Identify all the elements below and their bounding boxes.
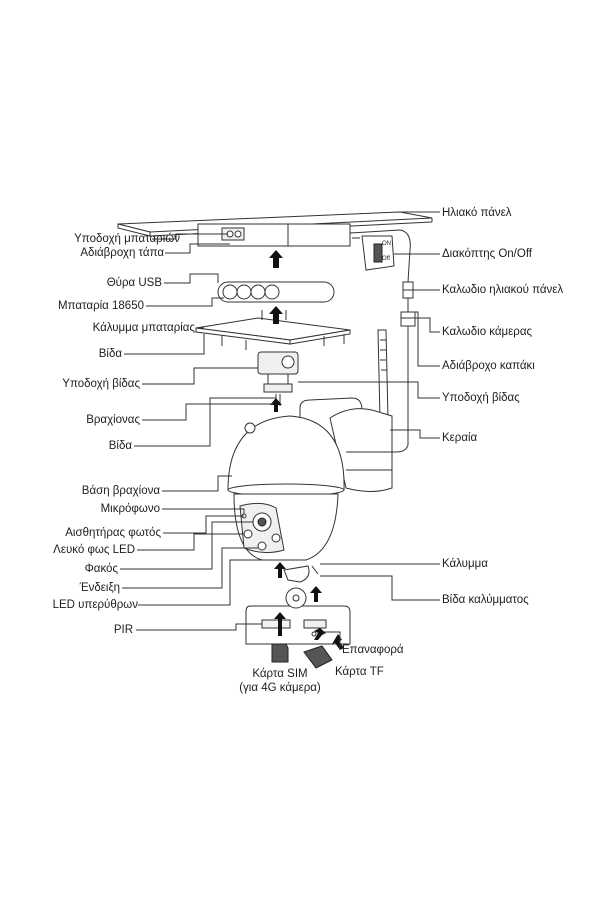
label-solar-panel: Ηλιακό πάνελ — [442, 207, 512, 219]
switch-on-mark: ON — [382, 241, 391, 247]
label-lens: Φακός — [84, 563, 118, 575]
sim-card-drawing — [271, 643, 289, 663]
screw-mount-drawing — [257, 351, 299, 393]
bottom-panel-drawing — [245, 587, 351, 645]
switch-off-mark: Off — [382, 256, 390, 262]
label-light-sensor: Αισθητήρας φωτός — [65, 527, 161, 539]
label-on-off-switch: Διακόπτης On/Off — [442, 248, 533, 260]
assembly-arrows — [269, 250, 344, 650]
label-battery-18650: Μπαταρία 18650 — [58, 300, 144, 312]
label-white-led: Λευκό φως LED — [53, 544, 135, 556]
label-cover: Κάλυμμα — [442, 558, 488, 570]
label-waterproof-plug: Αδιάβροχη τάπα — [80, 247, 164, 259]
solar-cable-connector — [402, 281, 414, 299]
label-battery-cover: Κάλυμμα μπαταρίας — [92, 322, 195, 334]
tf-card-drawing — [303, 645, 333, 669]
label-antenna: Κεραία — [442, 432, 478, 444]
label-pir: PIR — [113, 624, 133, 636]
camera-dome-drawing — [227, 415, 345, 497]
label-cover-screw: Βίδα καλύμματος — [442, 594, 529, 606]
label-arm: Βραχίονας — [86, 414, 140, 426]
label-screw-mount-right: Υποδοχή βίδας — [442, 392, 520, 404]
camera-cable-connector — [400, 311, 416, 327]
label-screw-mount-left: Υποδοχή βίδας — [62, 378, 140, 390]
label-battery-holder: Υποδοχή μπαταριών — [74, 233, 180, 245]
leader-lines-right — [298, 211, 440, 650]
label-camera-cable: Καλωδιο κάμερας — [442, 326, 533, 338]
camera-head-drawing — [233, 493, 339, 561]
label-waterproof-cap: Αδιάβροχο καπάκι — [442, 360, 535, 372]
battery-cover-drawing — [195, 317, 351, 345]
label-screw-2: Βίδα — [108, 440, 132, 452]
label-reset: Επαναφορά — [342, 644, 404, 656]
label-tf-card: Κάρτα TF — [335, 666, 384, 678]
label-arm-base: Βάση βραχίονα — [81, 485, 160, 497]
label-usb-port: Θύρα USB — [106, 277, 162, 289]
label-indicator: Ένδειξη — [79, 582, 120, 594]
label-screw-1: Βίδα — [98, 348, 122, 360]
label-solar-cable: Καλωδιο ηλιακού πάνελ — [442, 284, 564, 296]
plate-screws — [203, 310, 345, 350]
battery-drawing — [217, 281, 335, 303]
cover-drawing — [283, 565, 319, 583]
on-off-switch-drawing — [361, 235, 395, 271]
label-ir-led: LED υπερύθρων — [52, 599, 138, 611]
battery-holder-drawing — [197, 223, 351, 247]
label-sim-card: Κάρτα SIM — [252, 668, 308, 680]
label-microphone: Μικρόφωνο — [100, 503, 160, 515]
label-sim-card-note: (για 4G κάμερα) — [239, 682, 321, 694]
leader-lines-left — [120, 233, 276, 631]
